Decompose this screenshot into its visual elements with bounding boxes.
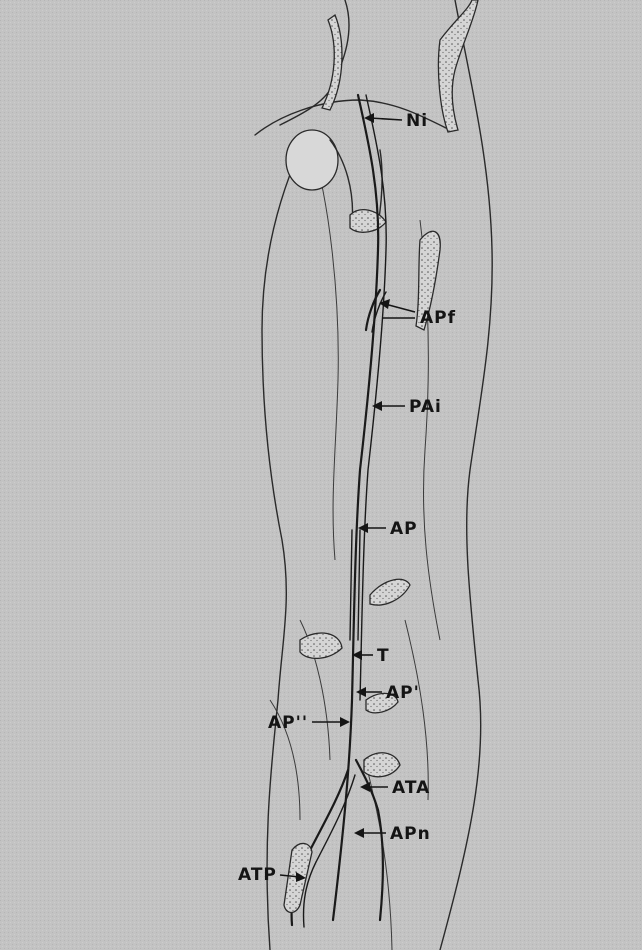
- label-ap-prime: AP': [386, 683, 420, 703]
- label-ni: Ni: [406, 111, 428, 131]
- label-ap-double-prime: AP'': [268, 713, 308, 733]
- label-ata: ATA: [392, 778, 430, 798]
- label-pai: PAi: [409, 397, 442, 417]
- label-apf: APf: [420, 308, 456, 328]
- label-ap: AP: [390, 519, 418, 539]
- label-atp: ATP: [238, 865, 277, 885]
- label-apn: APn: [390, 824, 431, 844]
- femoral-head: [286, 130, 338, 190]
- label-t: T: [377, 646, 390, 666]
